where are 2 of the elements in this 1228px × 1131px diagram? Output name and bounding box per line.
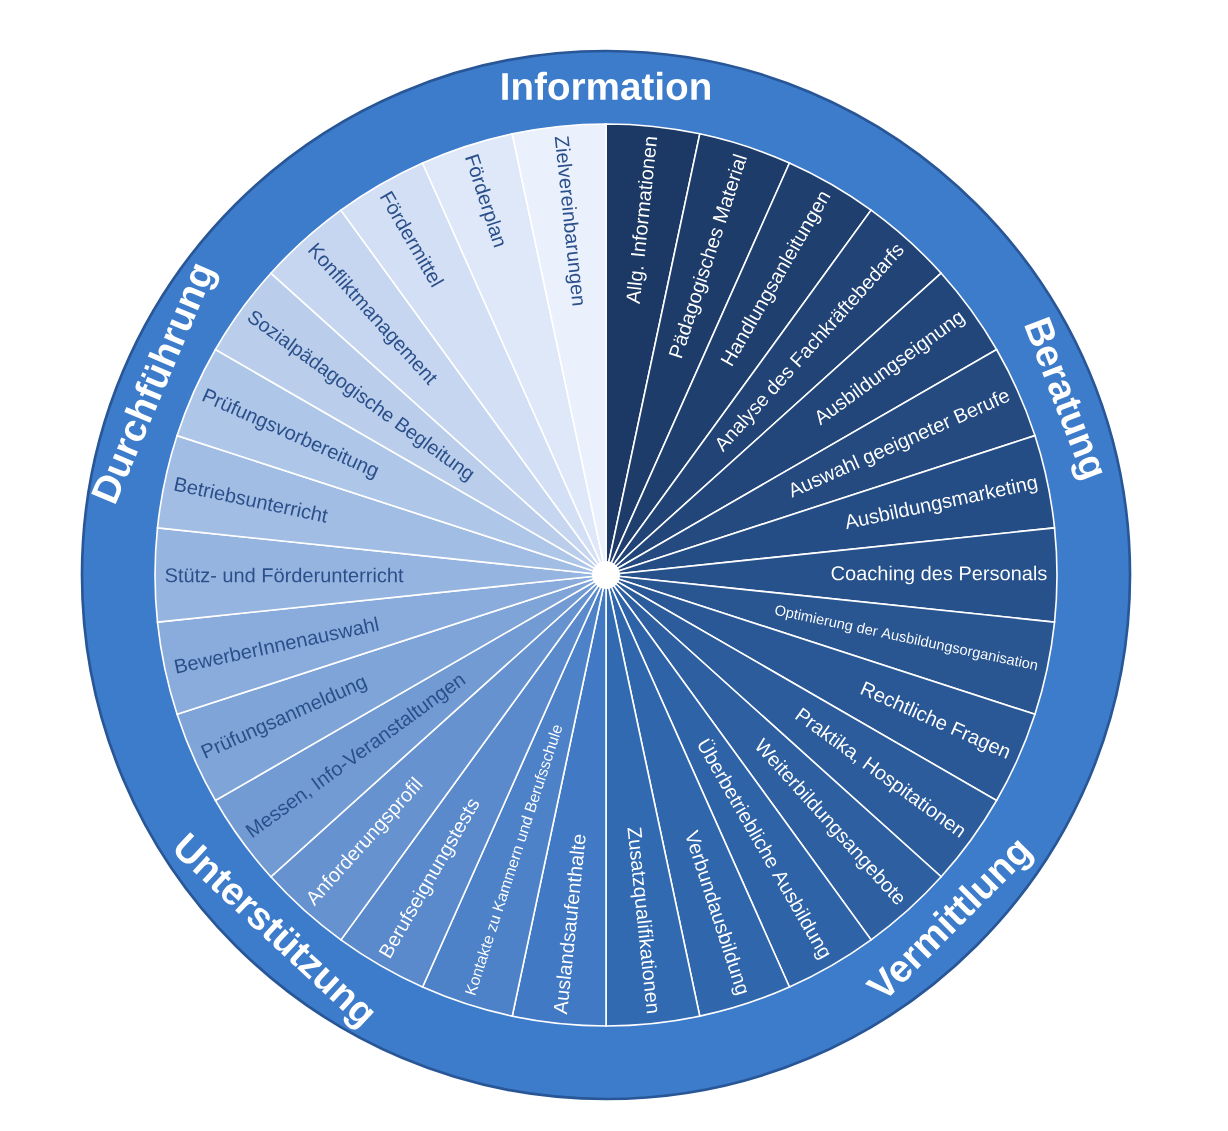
segment: Zielvereinbarungen xyxy=(511,123,607,576)
ring-label: Information xyxy=(502,71,710,101)
